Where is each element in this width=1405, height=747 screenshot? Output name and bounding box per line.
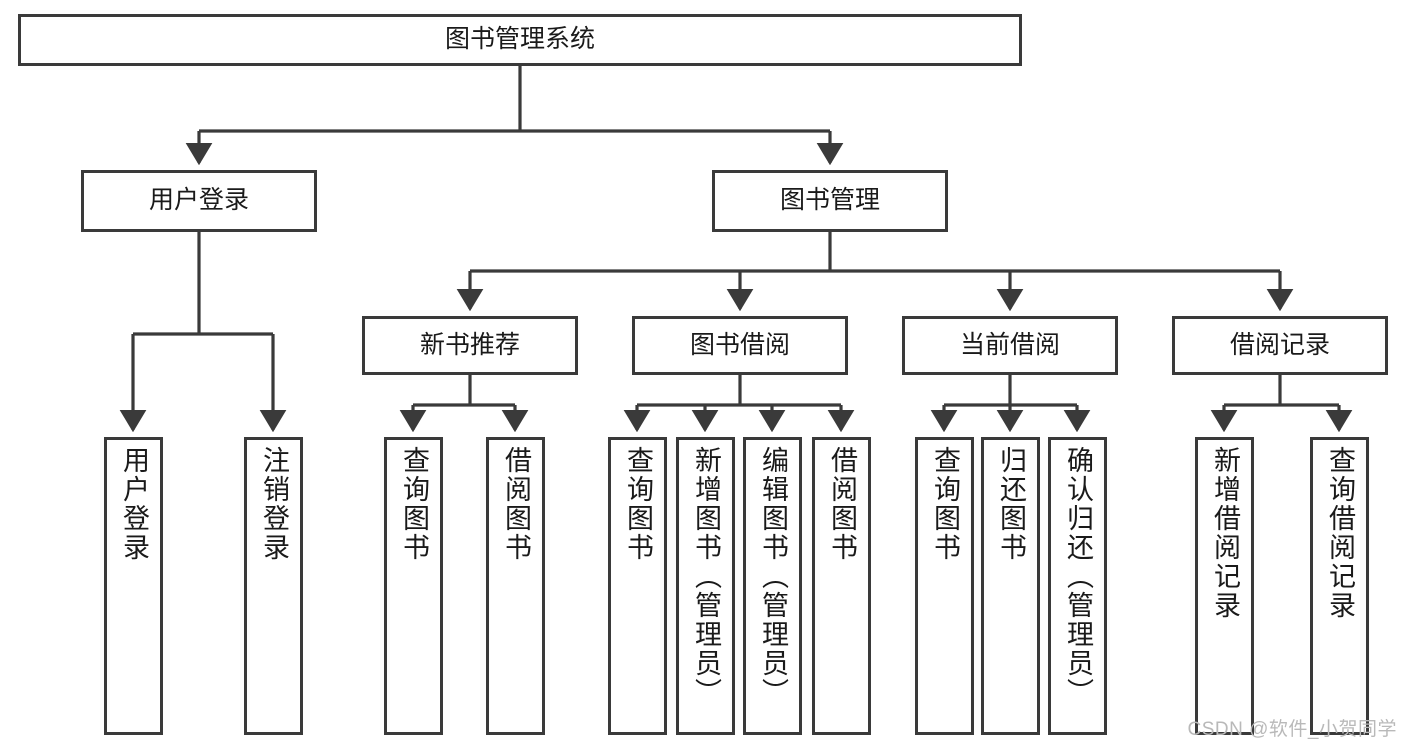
node-leaf-query-book-3[interactable]: 查询图书: [915, 437, 974, 735]
node-leaf-borrow-book-2[interactable]: 借阅图书: [812, 437, 871, 735]
node-leaf-return-book[interactable]: 归还图书: [981, 437, 1040, 735]
node-book-borrow-label: 图书借阅: [689, 330, 790, 359]
node-user-login-label: 用户登录: [148, 186, 249, 215]
node-leaf-add-book[interactable]: 新增图书（管理员）: [676, 437, 735, 735]
node-new-book-recommend[interactable]: 新书推荐: [362, 316, 578, 375]
node-leaf-query-book-3-label: 查询图书: [930, 446, 960, 562]
node-leaf-borrow-book-2-label: 借阅图书: [827, 446, 857, 562]
node-new-book-recommend-label: 新书推荐: [419, 330, 520, 359]
node-leaf-query-record[interactable]: 查询借阅记录: [1310, 437, 1369, 735]
node-leaf-query-book-1[interactable]: 查询图书: [384, 437, 443, 735]
node-leaf-logout[interactable]: 注销登录: [244, 437, 303, 735]
node-root-label: 图书管理系统: [444, 25, 595, 54]
node-leaf-query-record-label: 查询借阅记录: [1325, 446, 1355, 620]
node-leaf-query-book-1-label: 查询图书: [399, 446, 429, 562]
node-current-borrow[interactable]: 当前借阅: [902, 316, 1118, 375]
watermark-text: CSDN @软件_小贺同学: [1187, 719, 1397, 740]
node-leaf-query-book-2-label: 查询图书: [623, 446, 653, 562]
node-leaf-add-record-label: 新增借阅记录: [1210, 446, 1240, 620]
node-leaf-user-login-label: 用户登录: [119, 446, 149, 562]
node-user-login[interactable]: 用户登录: [81, 170, 317, 232]
node-current-borrow-label: 当前借阅: [959, 330, 1060, 359]
node-borrow-record-label: 借阅记录: [1229, 330, 1330, 359]
node-leaf-user-login[interactable]: 用户登录: [104, 437, 163, 735]
node-leaf-add-book-label: 新增图书（管理员）: [691, 446, 721, 707]
node-leaf-edit-book[interactable]: 编辑图书（管理员）: [743, 437, 802, 735]
node-leaf-confirm-return[interactable]: 确认归还（管理员）: [1048, 437, 1107, 735]
node-leaf-edit-book-label: 编辑图书（管理员）: [758, 446, 788, 707]
node-leaf-borrow-book-1[interactable]: 借阅图书: [486, 437, 545, 735]
node-root[interactable]: 图书管理系统: [18, 14, 1022, 66]
node-leaf-borrow-book-1-label: 借阅图书: [501, 446, 531, 562]
node-leaf-return-book-label: 归还图书: [996, 446, 1026, 562]
node-leaf-add-record[interactable]: 新增借阅记录: [1195, 437, 1254, 735]
node-leaf-confirm-return-label: 确认归还（管理员）: [1063, 446, 1093, 707]
node-book-borrow[interactable]: 图书借阅: [632, 316, 848, 375]
node-leaf-logout-label: 注销登录: [259, 446, 289, 562]
node-book-manage-label: 图书管理: [779, 186, 880, 215]
node-leaf-query-book-2[interactable]: 查询图书: [608, 437, 667, 735]
node-book-manage[interactable]: 图书管理: [712, 170, 948, 232]
node-borrow-record[interactable]: 借阅记录: [1172, 316, 1388, 375]
